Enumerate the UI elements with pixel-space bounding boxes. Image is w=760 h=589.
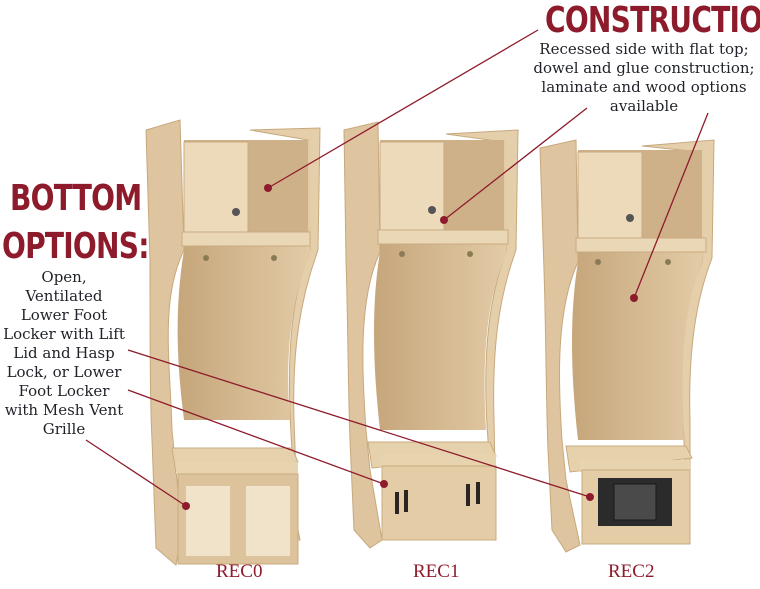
coat-hook [595,259,601,265]
bottom-options-description: Open, Ventilated Lower Foot Locker with … [0,268,128,439]
callout-dot [380,480,388,488]
door-lock [428,206,436,214]
bottom-line: Locker with Lift [3,325,125,343]
construction-heading: CONSTRUCTION: [545,0,760,41]
callout-line [633,112,709,299]
callout-dot [264,184,272,192]
cubby [246,486,290,556]
callout-line [127,349,591,498]
vent-slot [476,482,480,504]
coat-hook [467,251,473,257]
callout-dot [182,502,190,510]
seat-front [176,462,298,474]
locker-rec2 [539,139,715,553]
bottom-line: Lock, or Lower [6,363,122,381]
construction-line: Recessed side with flat top; [539,40,749,58]
bottom-line: Lower Foot [20,306,108,324]
shelf [377,229,509,245]
model-label-rec2: REC2 [608,561,655,582]
locker-rec0 [145,119,321,566]
coat-hook [399,251,405,257]
coat-hook [203,255,209,261]
shelf [181,231,311,247]
callout-lines [85,29,709,510]
callout-line [443,107,588,221]
model-label-rec1: REC1 [413,561,460,582]
mesh-vent-inner [613,483,657,521]
bottom-line: Grille [42,420,86,438]
construction-line: laminate and wood options [541,78,747,96]
door-lock [232,208,240,216]
locker-side-panel [539,139,581,553]
vent-slot [395,492,399,514]
door-lock [626,214,634,222]
cabinet-door [379,141,445,233]
callout-dot [440,216,448,224]
bottom-options-heading-line1: BOTTOM [10,178,142,219]
callout-line [127,389,385,485]
construction-line: dowel and glue construction; [533,59,755,77]
coat-hook [665,259,671,265]
bottom-line: Ventilated [25,287,103,305]
construction-line: available [609,97,679,115]
construction-description: Recessed side with flat top; dowel and g… [528,40,760,116]
bottom-line: with Mesh Vent [4,401,124,419]
cubby [186,486,230,556]
shelf [575,237,707,253]
coat-hook [271,255,277,261]
bottom-options-heading-line2: OPTIONS: [2,226,149,267]
callout-dot [630,294,638,302]
bottom-line: Foot Locker [18,382,110,400]
cabinet-door [183,141,249,235]
model-label-rec0: REC0 [216,561,263,582]
callout-line [267,29,539,189]
bottom-line: Open, [41,268,87,286]
bottom-line: Lid and Hasp [13,344,115,362]
callout-dot [586,493,594,501]
vent-slot [466,484,470,506]
seat-front [580,460,690,472]
callout-line [85,439,187,507]
locker-rec1 [343,121,519,549]
vent-slot [404,490,408,512]
cabinet-door [577,151,643,239]
